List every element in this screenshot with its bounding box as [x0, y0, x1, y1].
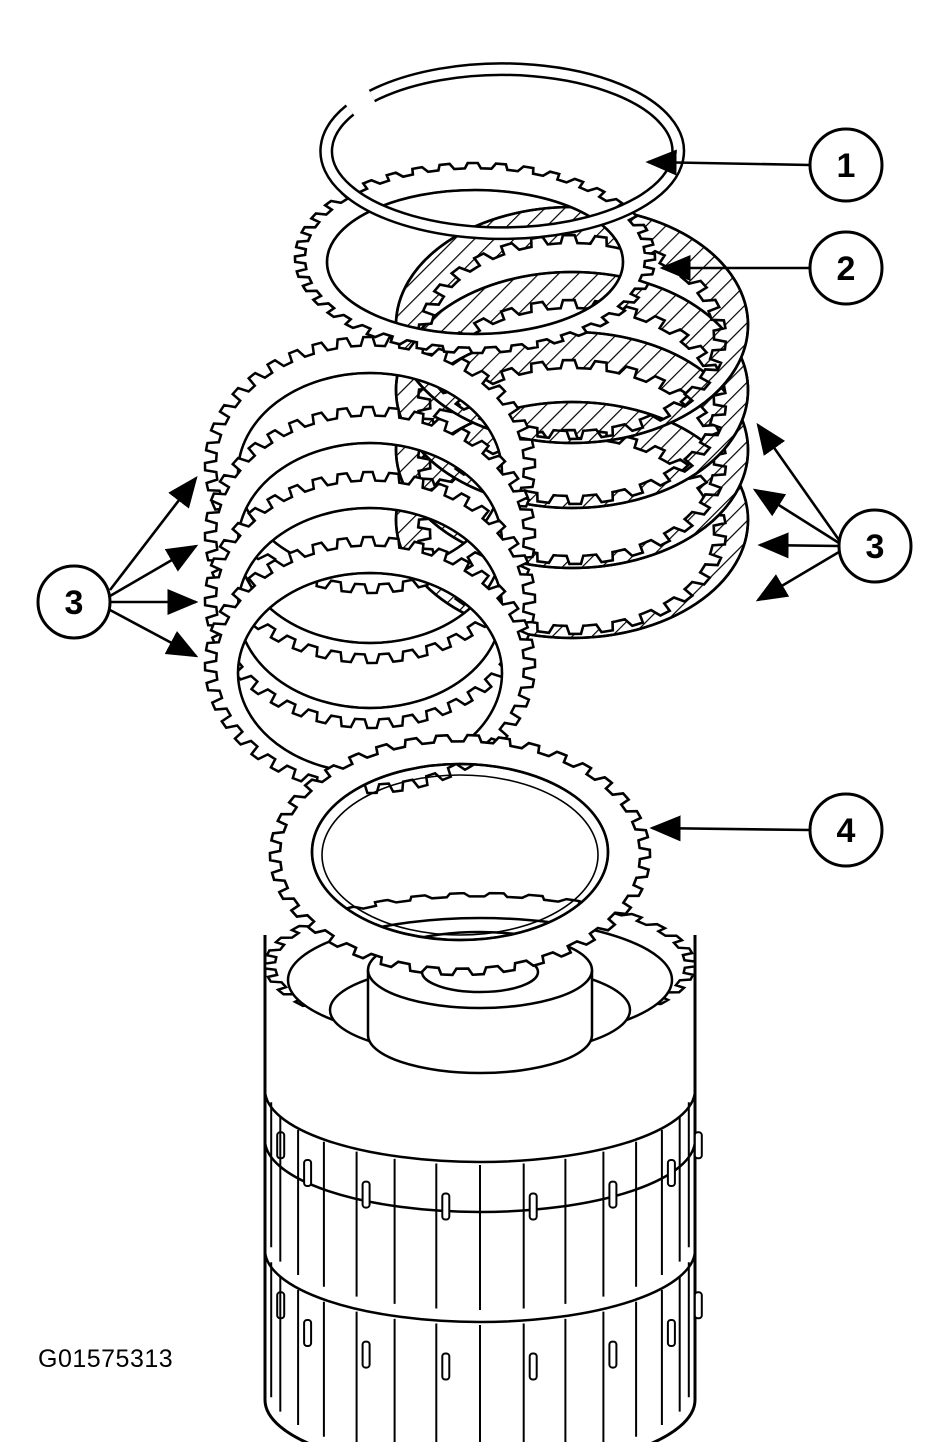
callout-leaders: [108, 149, 841, 842]
figure-code: G01575313: [38, 1345, 174, 1373]
callout-4: 4: [808, 792, 884, 868]
svg-text:3: 3: [65, 584, 84, 622]
callout-1: 1: [808, 127, 884, 203]
callout-3-left: 3: [36, 564, 112, 640]
callout-2: 2: [808, 230, 884, 306]
svg-text:2: 2: [837, 250, 856, 288]
clutch-drum: [263, 891, 703, 1442]
callout-3-right: 3: [837, 508, 913, 584]
svg-text:1: 1: [837, 147, 856, 185]
steel-plates: [203, 335, 537, 795]
svg-text:4: 4: [837, 812, 856, 850]
svg-text:3: 3: [866, 528, 885, 566]
pressure-plate-and-snap-ring: [268, 62, 686, 977]
